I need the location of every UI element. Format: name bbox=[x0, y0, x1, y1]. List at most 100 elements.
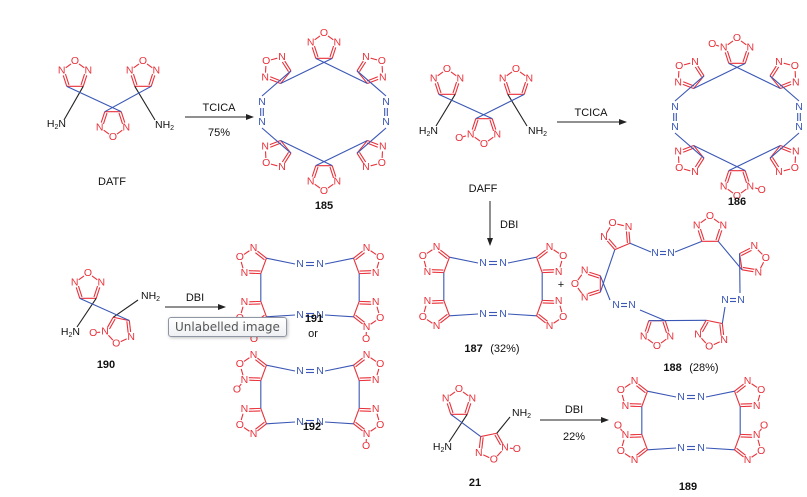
ring-atom: N bbox=[754, 267, 762, 279]
ring-bond bbox=[491, 118, 497, 130]
ring-atom: N bbox=[720, 334, 728, 346]
ring-bond bbox=[713, 218, 720, 224]
ring-bond bbox=[243, 250, 250, 255]
compound-label-186: 186 bbox=[728, 196, 746, 208]
ring-bond bbox=[376, 261, 380, 269]
ring-bond bbox=[577, 287, 583, 294]
ring-double-bond bbox=[742, 266, 755, 270]
ring-atom: O bbox=[675, 60, 683, 72]
ring-double-bond bbox=[108, 318, 116, 330]
ring-bond bbox=[739, 247, 751, 255]
link-bond bbox=[674, 132, 705, 159]
ring-atom: N bbox=[494, 128, 502, 140]
ring-atom: O bbox=[559, 250, 567, 262]
ring-double-bond bbox=[438, 313, 448, 322]
yield-label: 22% bbox=[563, 431, 585, 443]
ring-bond bbox=[446, 403, 452, 415]
ring-bond bbox=[641, 390, 648, 407]
compound-label-188: 188 (28%) bbox=[663, 358, 718, 375]
ring-bond bbox=[624, 383, 631, 388]
ring-bond bbox=[589, 291, 601, 297]
ring-atom: O bbox=[617, 445, 625, 457]
compound-label-datf: DATF bbox=[98, 176, 126, 188]
ring-bond bbox=[353, 250, 363, 259]
ring-bond bbox=[641, 434, 648, 451]
ring-bond bbox=[95, 287, 101, 299]
ring-double-bond bbox=[742, 50, 748, 63]
reaction-arrow-190-to-191: DBI bbox=[165, 292, 226, 310]
link-bond bbox=[104, 85, 152, 113]
ring-bond bbox=[783, 62, 791, 66]
ring-bond bbox=[423, 260, 427, 268]
link-bond bbox=[356, 127, 387, 154]
azo-atom: N bbox=[296, 365, 304, 377]
ring-double-bond bbox=[683, 81, 695, 87]
link-bond bbox=[693, 62, 746, 90]
reagent-label: TCICA bbox=[203, 102, 237, 114]
ring-double-bond bbox=[93, 285, 99, 298]
ring-bond bbox=[536, 256, 543, 273]
link-bond bbox=[629, 242, 652, 253]
azo-atom: N bbox=[651, 247, 659, 259]
azo-atom: N bbox=[795, 121, 803, 133]
ring-bond bbox=[496, 450, 502, 457]
furazan-ring: ONN bbox=[236, 403, 267, 440]
ring-bond bbox=[660, 338, 667, 344]
or-connector: or bbox=[308, 328, 318, 340]
ring-bond bbox=[700, 218, 707, 224]
ring-atom: O bbox=[559, 311, 567, 323]
ring-atom: N bbox=[600, 231, 608, 243]
plus-connector: + bbox=[558, 279, 564, 291]
ring-double-bond bbox=[281, 61, 290, 73]
ring-bond bbox=[647, 338, 654, 344]
ring-atom: N bbox=[744, 375, 752, 387]
furazan-ring: ONN bbox=[419, 295, 450, 332]
furazan-ring: ONN bbox=[769, 144, 800, 178]
ring-bond bbox=[108, 334, 114, 341]
ring-atom: N bbox=[261, 140, 269, 152]
ring-bond bbox=[327, 183, 334, 189]
ring-double-bond bbox=[438, 251, 448, 260]
link-bond bbox=[324, 364, 354, 372]
ring-bond bbox=[740, 40, 747, 46]
ring-bond bbox=[741, 269, 754, 273]
link-bond bbox=[705, 390, 735, 398]
ring-atom: N bbox=[499, 73, 507, 85]
azo-atom: N bbox=[258, 116, 266, 128]
ring-double-bond bbox=[355, 314, 365, 323]
ring-bond bbox=[260, 301, 267, 318]
ring-atom: N bbox=[775, 166, 783, 178]
ring-bond bbox=[370, 357, 377, 362]
link-bond bbox=[475, 93, 525, 120]
ring-double-bond bbox=[771, 156, 780, 168]
ring-bond bbox=[780, 144, 792, 151]
ring-atom: N bbox=[362, 51, 370, 63]
compound-label-189: 189 bbox=[679, 481, 697, 493]
ring-atom: N bbox=[546, 241, 554, 253]
ring-atom: N bbox=[127, 331, 135, 343]
ring-atom: N bbox=[278, 161, 286, 173]
ring-double-bond bbox=[662, 321, 668, 334]
azo-atom: N bbox=[721, 294, 729, 306]
link-bond bbox=[261, 70, 292, 97]
ring-atom: N bbox=[153, 65, 161, 77]
furazan-ring: ONN bbox=[307, 27, 342, 59]
furazan-ring: ONN bbox=[58, 55, 92, 87]
ring-bond bbox=[757, 439, 761, 447]
link-bond bbox=[647, 447, 677, 451]
ring-atom: O bbox=[112, 338, 120, 350]
ring-bond bbox=[65, 63, 72, 69]
ring-bond bbox=[370, 57, 378, 61]
ring-atom: O bbox=[84, 267, 92, 279]
ring-atom: N bbox=[334, 37, 342, 49]
ring-double-bond bbox=[329, 166, 335, 179]
furazan-ring: ONN bbox=[571, 265, 601, 303]
ring-double-bond bbox=[494, 434, 502, 446]
ring-double-bond bbox=[358, 151, 367, 163]
ring-bond bbox=[523, 83, 529, 95]
compound-label-185: 185 bbox=[315, 200, 333, 212]
compound-label-190: 190 bbox=[97, 359, 115, 371]
ring-bond bbox=[503, 83, 509, 95]
ring-atom: N bbox=[750, 240, 758, 252]
